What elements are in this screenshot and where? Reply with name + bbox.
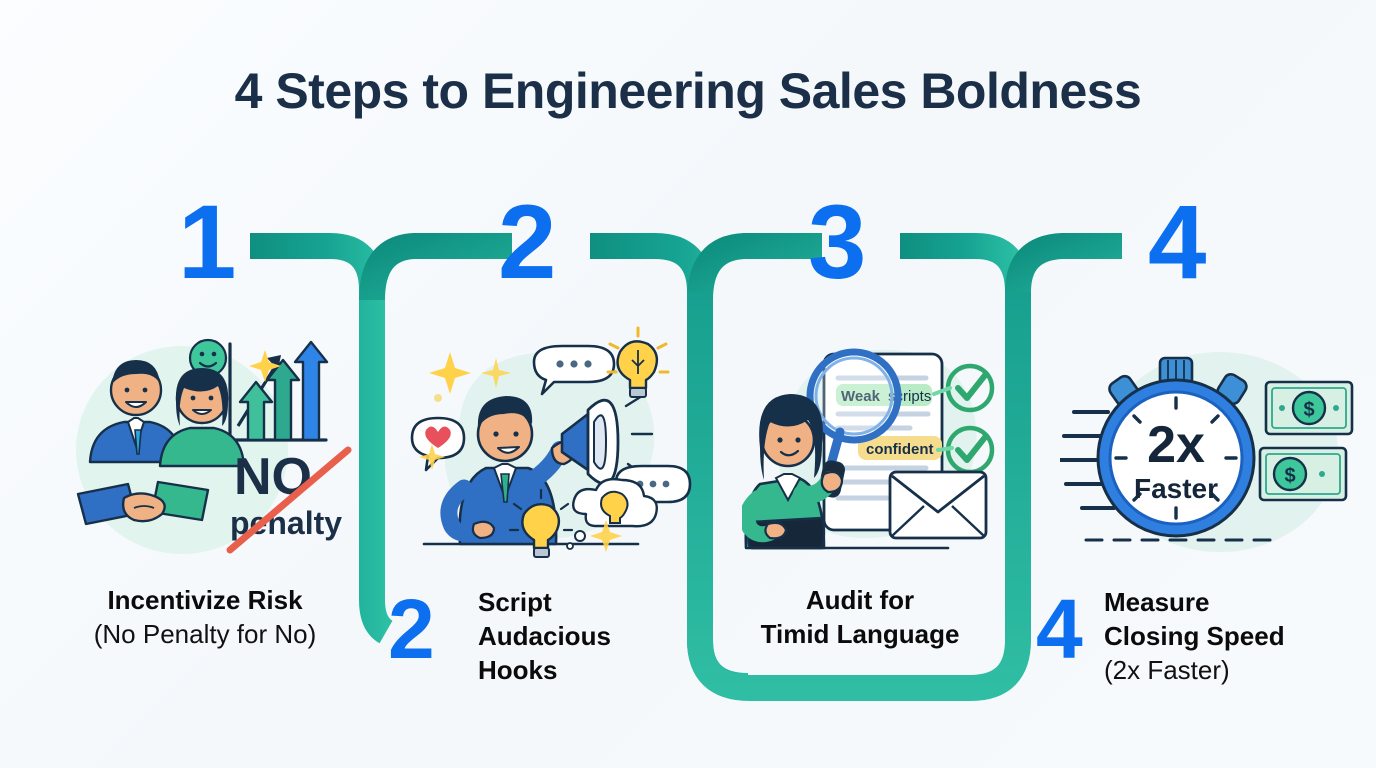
caption-number-4: 4 [1036, 582, 1083, 676]
step-number-4: 4 [1148, 184, 1207, 301]
caption-sub-1: (No Penalty for No) [93, 618, 317, 649]
caption-title-2b: Audacious [478, 620, 611, 651]
caption-step-2: Script Audacious Hooks [478, 586, 708, 687]
step-number-3: 3 [808, 184, 867, 301]
illustration-incentivize-risk: NO penalty [62, 322, 352, 570]
page-title: 4 Steps to Engineering Sales Boldness [234, 63, 1142, 119]
step-number-2: 2 [498, 184, 557, 301]
caption-title-4: Measure [1104, 587, 1210, 617]
illustration-audit-timid-language: Weak scripts confident [742, 322, 1032, 570]
caption-sub-4: (2x Faster) [1104, 654, 1230, 685]
caption-title-2c: Hooks [478, 654, 558, 685]
highlight-weak-label: Weak [841, 388, 881, 405]
caption-step-4: Measure Closing Speed (2x Faster) [1104, 586, 1374, 687]
no-penalty-big-label: NO [234, 448, 312, 506]
caption-step-3: Audit for Timid Language [700, 584, 1020, 652]
illustration-measure-closing-speed: 2x Faster $ $ [1060, 348, 1360, 572]
stopwatch-2x-label: 2x [1147, 416, 1205, 474]
caption-title-1: Incentivize Risk [107, 585, 303, 615]
caption-step-1: Incentivize Risk (No Penalty for No) [40, 584, 370, 652]
caption-title-3b: Timid Language [760, 618, 960, 649]
stopwatch-faster-label: Faster [1134, 473, 1218, 504]
highlight-confident-label: confident [866, 441, 934, 458]
caption-title-4b: Closing Speed [1104, 620, 1285, 651]
svg-text:$: $ [1303, 399, 1314, 421]
step-number-1: 1 [178, 184, 237, 301]
illustration-script-audacious-hooks [402, 322, 692, 570]
caption-title-2: Script [478, 587, 552, 617]
caption-title-3: Audit for [805, 585, 915, 615]
svg-text:$: $ [1284, 465, 1295, 487]
caption-number-2: 2 [388, 582, 435, 676]
